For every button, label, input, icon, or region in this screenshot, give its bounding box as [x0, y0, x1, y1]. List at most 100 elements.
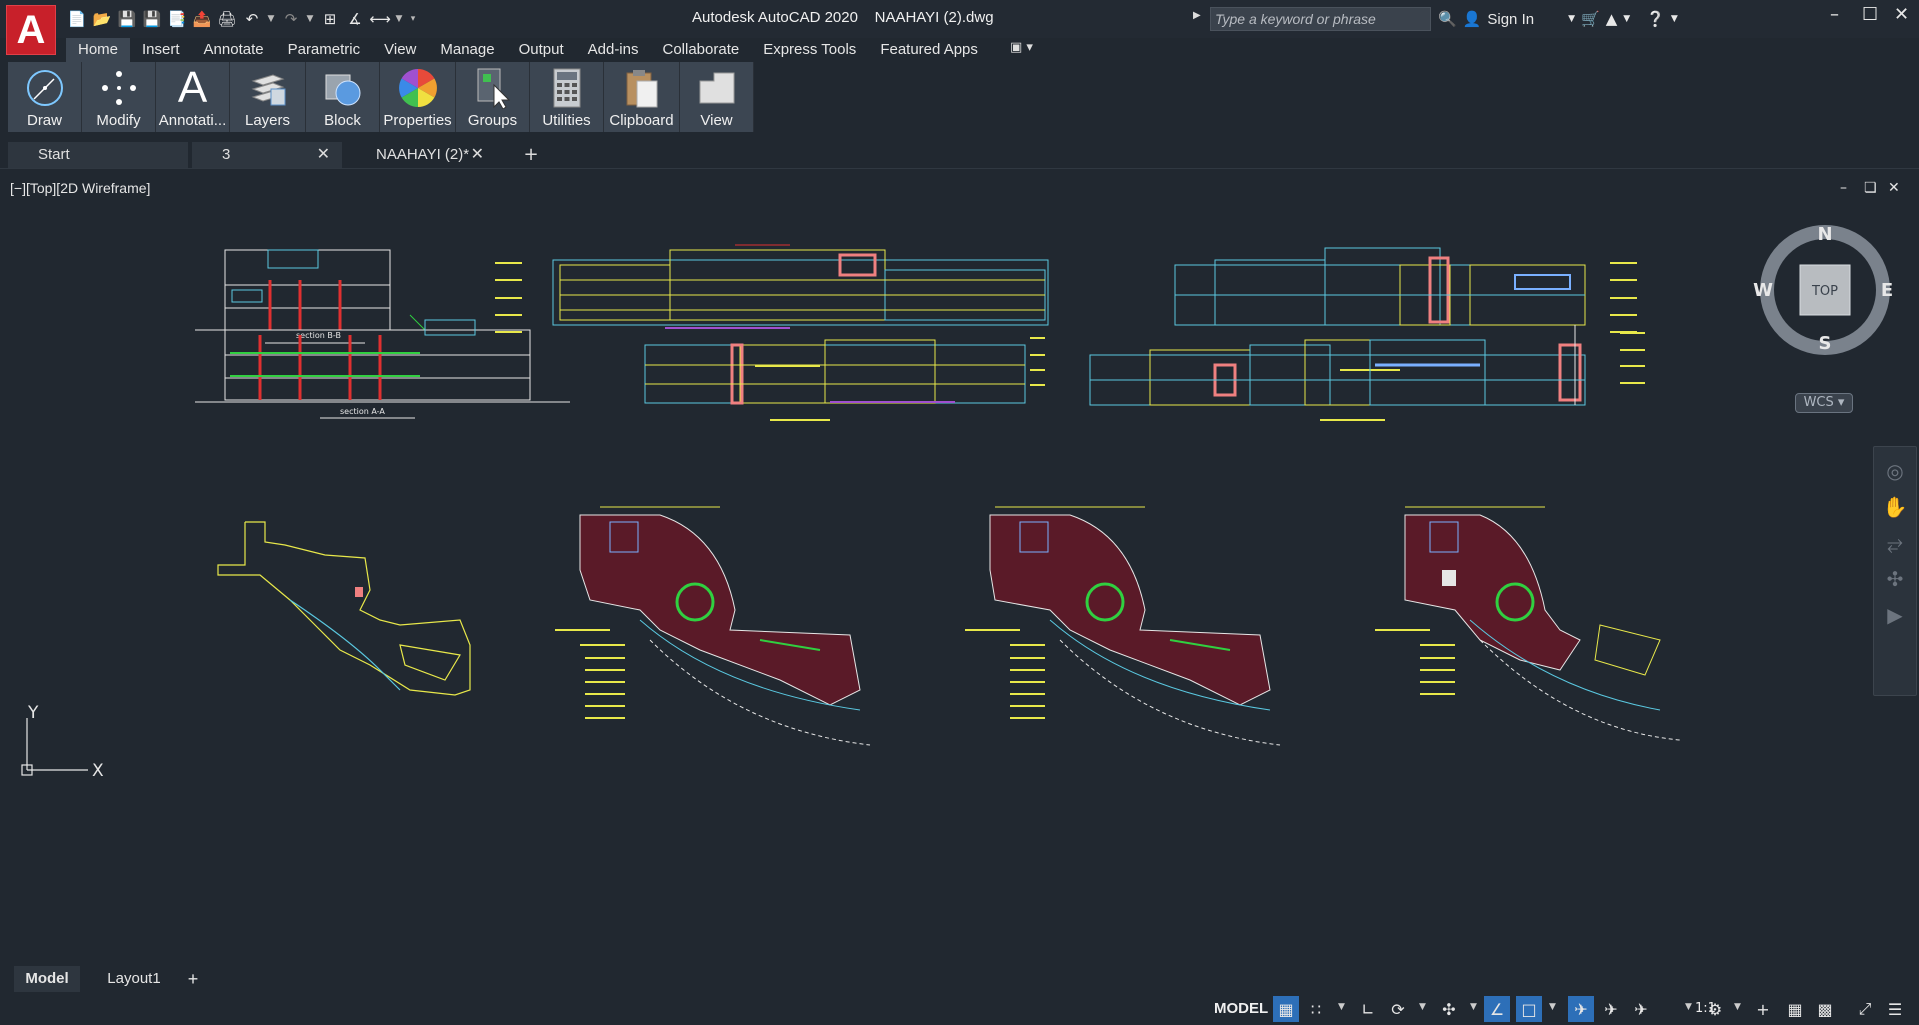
panel-view[interactable]: View: [680, 62, 754, 132]
viewport-controls-label[interactable]: [−][Top][2D Wireframe]: [10, 180, 151, 196]
pan-hand-icon[interactable]: ✋: [1882, 495, 1908, 519]
new-layout-plus-icon[interactable]: +: [187, 969, 199, 989]
tab-insert[interactable]: Insert: [142, 41, 180, 58]
undo-dropdown-icon[interactable]: ▼: [267, 14, 275, 24]
cad-drawing-canvas[interactable]: section B-B: [0, 170, 1919, 965]
new-file-icon[interactable]: 📄: [67, 10, 87, 28]
scale-dropdown-icon[interactable]: ▼: [1685, 1002, 1692, 1012]
panel-layers[interactable]: Layers: [230, 62, 306, 132]
dimension-icon[interactable]: ⟷: [369, 10, 391, 28]
annotation-monitor-plus-icon[interactable]: +: [1756, 999, 1770, 1019]
tab-manage[interactable]: Manage: [440, 41, 495, 58]
new-tab-plus-icon[interactable]: +: [523, 144, 539, 165]
doc-tab-naahayi[interactable]: NAAHAYI (2)* ✕: [346, 142, 496, 168]
tab-add-ins[interactable]: Add-ins: [587, 41, 639, 58]
minimize-icon[interactable]: –: [1830, 4, 1839, 25]
panel-annotation[interactable]: A Annotati...: [156, 62, 230, 132]
auto-scale-icon[interactable]: ✈: [1604, 999, 1618, 1019]
annotation-scale-icon[interactable]: ✈: [1634, 999, 1648, 1019]
compass-east[interactable]: E: [1881, 280, 1893, 301]
close-icon[interactable]: ✕: [1894, 4, 1910, 25]
ribbon-toggle-icon[interactable]: ▣ ▾: [1010, 40, 1033, 55]
panel-properties[interactable]: Properties: [380, 62, 456, 132]
close-icon[interactable]: ✕: [470, 146, 484, 163]
viewcube[interactable]: N S E W TOP: [1750, 215, 1900, 365]
dimension-dropdown-icon[interactable]: ▼: [395, 14, 403, 24]
polar-tracking-icon[interactable]: ⟳: [1391, 999, 1405, 1019]
doc-tab-start[interactable]: Start: [8, 142, 188, 168]
compass-west[interactable]: W: [1753, 280, 1773, 301]
customization-menu-icon[interactable]: ☰: [1887, 999, 1903, 1019]
user-icon[interactable]: 👤: [1462, 10, 1482, 28]
panel-utilities[interactable]: Utilities: [530, 62, 604, 132]
tab-model[interactable]: Model: [14, 966, 80, 992]
tab-output[interactable]: Output: [518, 41, 564, 58]
open-file-icon[interactable]: 📂: [92, 10, 112, 28]
isodraft-dropdown-icon[interactable]: ▼: [1470, 1002, 1477, 1012]
autodesk-app-icon[interactable]: ▲: [1605, 10, 1618, 28]
polar-dropdown-icon[interactable]: ▼: [1419, 1002, 1426, 1012]
steering-wheel-icon[interactable]: ◎: [1886, 459, 1904, 483]
customize-qat-icon[interactable]: ▾: [410, 14, 416, 24]
object-snap-tracking-icon[interactable]: ∠: [1484, 996, 1510, 1022]
showmotion-icon[interactable]: ▶: [1887, 603, 1903, 627]
object-snap-icon[interactable]: □: [1516, 996, 1542, 1022]
measure-icon[interactable]: ∡: [348, 10, 362, 28]
tab-layout1[interactable]: Layout1: [107, 970, 161, 987]
sign-in-button[interactable]: Sign In: [1487, 10, 1535, 28]
osnap-dropdown-icon[interactable]: ▼: [1549, 1002, 1556, 1012]
snap-dropdown-icon[interactable]: ▼: [1338, 1002, 1345, 1012]
isodraft-icon[interactable]: ✣: [1442, 999, 1456, 1019]
annotation-visibility-icon[interactable]: ✈: [1568, 996, 1594, 1022]
compass-south[interactable]: S: [1819, 333, 1832, 354]
doc-tab-3[interactable]: 3 ✕: [192, 142, 342, 168]
ortho-icon[interactable]: ∟: [1361, 999, 1375, 1019]
redo-dropdown-icon[interactable]: ▼: [306, 14, 314, 24]
viewport-close-icon[interactable]: ✕: [1888, 180, 1900, 196]
search-input[interactable]: Type a keyword or phrase: [1210, 7, 1431, 31]
panel-block[interactable]: Block: [306, 62, 380, 132]
cart-icon[interactable]: 🛒: [1581, 10, 1600, 28]
tab-view[interactable]: View: [384, 41, 417, 58]
save-web-icon[interactable]: 📤: [192, 10, 212, 28]
snap-icon[interactable]: ∷: [1310, 999, 1322, 1019]
full-screen-icon[interactable]: ⤢: [1858, 999, 1872, 1018]
undo-icon[interactable]: ↶: [245, 10, 259, 28]
zoom-extents-icon[interactable]: ⥂: [1887, 531, 1903, 555]
grid-icon[interactable]: ▦: [1273, 996, 1299, 1022]
plot-icon[interactable]: 🖨: [217, 10, 237, 28]
tab-home[interactable]: Home: [66, 38, 131, 62]
app-dropdown-icon[interactable]: ▼: [1623, 14, 1631, 24]
workspace-gear-icon[interactable]: ⚙: [1707, 999, 1723, 1019]
tab-express-tools[interactable]: Express Tools: [763, 41, 857, 58]
wcs-menu[interactable]: WCS ▾: [1795, 393, 1853, 413]
viewport-minimize-icon[interactable]: –: [1840, 180, 1847, 196]
drawing-viewport[interactable]: [−][Top][2D Wireframe] – ❏ ✕ section B-B: [0, 170, 1919, 965]
close-icon[interactable]: ✕: [316, 146, 330, 163]
maximize-icon[interactable]: ☐: [1862, 4, 1879, 25]
model-space-toggle[interactable]: MODEL: [1214, 1000, 1269, 1017]
help-dropdown-icon[interactable]: ▼: [1670, 14, 1678, 24]
tab-featured-apps[interactable]: Featured Apps: [880, 41, 978, 58]
panel-modify[interactable]: Modify: [82, 62, 156, 132]
compass-north[interactable]: N: [1817, 224, 1832, 245]
tab-collaborate[interactable]: Collaborate: [662, 41, 740, 58]
tab-parametric[interactable]: Parametric: [287, 41, 361, 58]
orbit-icon[interactable]: ✣: [1886, 567, 1904, 591]
match-properties-icon[interactable]: ⊞: [323, 10, 337, 28]
viewport-restore-icon[interactable]: ❏: [1864, 180, 1877, 196]
save-as-icon[interactable]: 💾: [142, 10, 162, 28]
annotation-scale-value[interactable]: 1:1: [1695, 1001, 1716, 1016]
panel-clipboard[interactable]: Clipboard: [604, 62, 680, 132]
application-menu-button[interactable]: A: [6, 5, 56, 55]
panel-draw[interactable]: Draw: [8, 62, 82, 132]
units-icon[interactable]: ▦: [1787, 999, 1803, 1019]
open-web-icon[interactable]: 📑: [167, 10, 187, 28]
panel-groups[interactable]: Groups: [456, 62, 530, 132]
help-icon[interactable]: ❔: [1646, 10, 1665, 28]
sign-in-dropdown-icon[interactable]: ▼: [1568, 14, 1575, 24]
save-icon[interactable]: 💾: [117, 10, 137, 28]
workspace-dropdown-icon[interactable]: ▼: [1734, 1002, 1741, 1012]
quick-properties-icon[interactable]: ▩: [1817, 999, 1833, 1019]
redo-icon[interactable]: ↷: [284, 10, 298, 28]
